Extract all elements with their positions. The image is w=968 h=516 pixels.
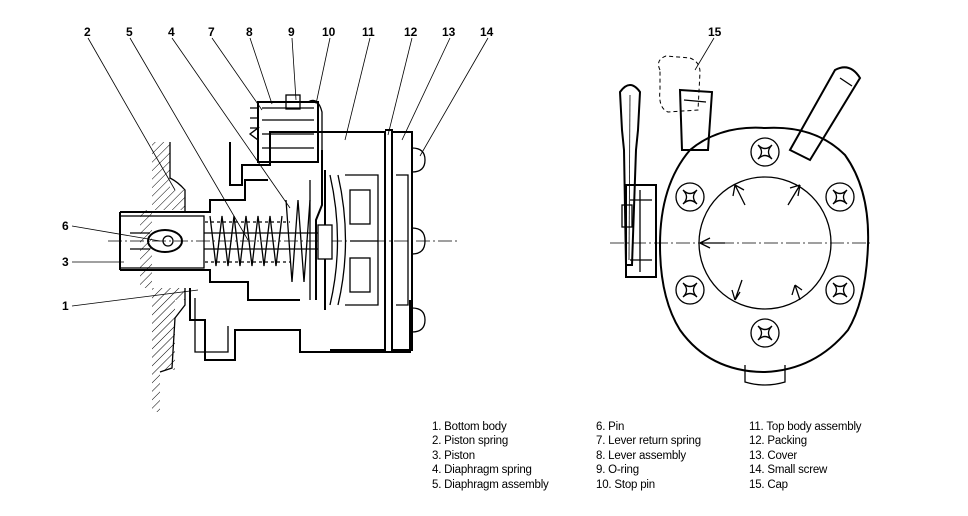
legend-item: 2. Piston spring bbox=[432, 435, 509, 448]
legend-item: 13. Cover bbox=[749, 449, 798, 462]
leader-lines bbox=[71, 37, 715, 307]
callout-8: 8 bbox=[246, 25, 253, 39]
callout-1: 1 bbox=[62, 299, 69, 313]
screw-heads bbox=[675, 137, 855, 348]
legend-item: 1. Bottom body bbox=[432, 421, 507, 433]
legend-item: 5. Diaphragm assembly bbox=[432, 478, 549, 491]
legend-item: 14. Small screw bbox=[749, 464, 828, 477]
callout-13: 13 bbox=[442, 25, 456, 39]
callout-10: 10 bbox=[322, 25, 336, 39]
diaphragm-spring bbox=[285, 199, 311, 283]
callout-2: 2 bbox=[84, 25, 91, 39]
legend-column-3: 11. Top body assembly 12. Packing 13. Co… bbox=[749, 420, 862, 492]
sectional-view bbox=[108, 94, 460, 412]
legend-item: 9. O-ring bbox=[596, 464, 639, 477]
callout-12: 12 bbox=[404, 25, 418, 39]
legend-item: 11. Top body assembly bbox=[749, 421, 862, 433]
callout-3: 3 bbox=[62, 255, 69, 269]
callout-6: 6 bbox=[62, 219, 69, 233]
callout-15: 15 bbox=[708, 25, 722, 39]
legend-item: 12. Packing bbox=[749, 435, 807, 448]
legend-item: 6. Pin bbox=[596, 421, 625, 433]
callout-numbers: 2 5 4 7 8 9 10 11 12 13 14 6 3 1 15 bbox=[62, 25, 722, 313]
legend-item: 10. Stop pin bbox=[596, 478, 655, 491]
front-view bbox=[610, 55, 870, 386]
callout-5: 5 bbox=[126, 25, 133, 39]
legend-item: 3. Piston bbox=[432, 449, 475, 462]
legend-column-2: 6. Pin 7. Lever return spring 8. Lever a… bbox=[596, 420, 701, 492]
callout-4: 4 bbox=[168, 25, 175, 39]
legend-item: 8. Lever assembly bbox=[596, 449, 686, 462]
callout-14: 14 bbox=[480, 25, 494, 39]
flow-arrows bbox=[699, 184, 803, 301]
callout-7: 7 bbox=[208, 25, 215, 39]
piston-spring bbox=[205, 215, 290, 267]
legend-item: 4. Diaphragm spring bbox=[432, 464, 532, 477]
legend-column-1: 1. Bottom body 2. Piston spring 3. Pisto… bbox=[432, 420, 549, 492]
callout-11: 11 bbox=[362, 25, 375, 39]
legend-item: 15. Cap bbox=[749, 478, 788, 491]
legend-item: 7. Lever return spring bbox=[596, 435, 701, 448]
callout-9: 9 bbox=[288, 25, 295, 39]
